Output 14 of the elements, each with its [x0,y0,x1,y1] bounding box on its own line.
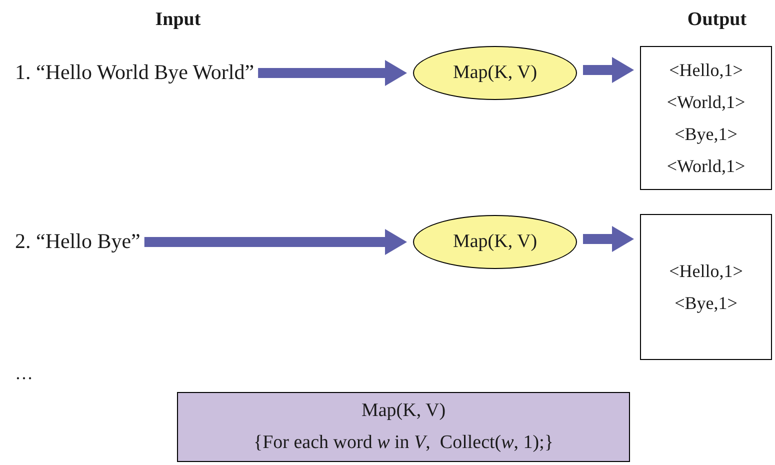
block-arrow [144,229,407,255]
column-heading: Output [686,8,748,32]
input-text: 1. “Hello World Bye World” [15,59,254,86]
map-ellipse: Map(K, V) [413,215,577,269]
code-box: Map(K, V) {For each word w in V, Collect(w, 1);} [177,392,630,462]
output-box: <Hello,1> <Bye,1> [640,214,772,360]
block-arrow [258,60,407,86]
output-box: <Hello,1> <World,1> <Bye,1> <World,1> [640,46,772,190]
block-arrow [583,226,634,252]
block-arrow [583,57,634,83]
column-heading: Input [154,8,202,32]
map-ellipse: Map(K, V) [413,46,577,100]
ellipsis-text: … [15,362,33,385]
input-text: 2. “Hello Bye” [15,228,140,256]
